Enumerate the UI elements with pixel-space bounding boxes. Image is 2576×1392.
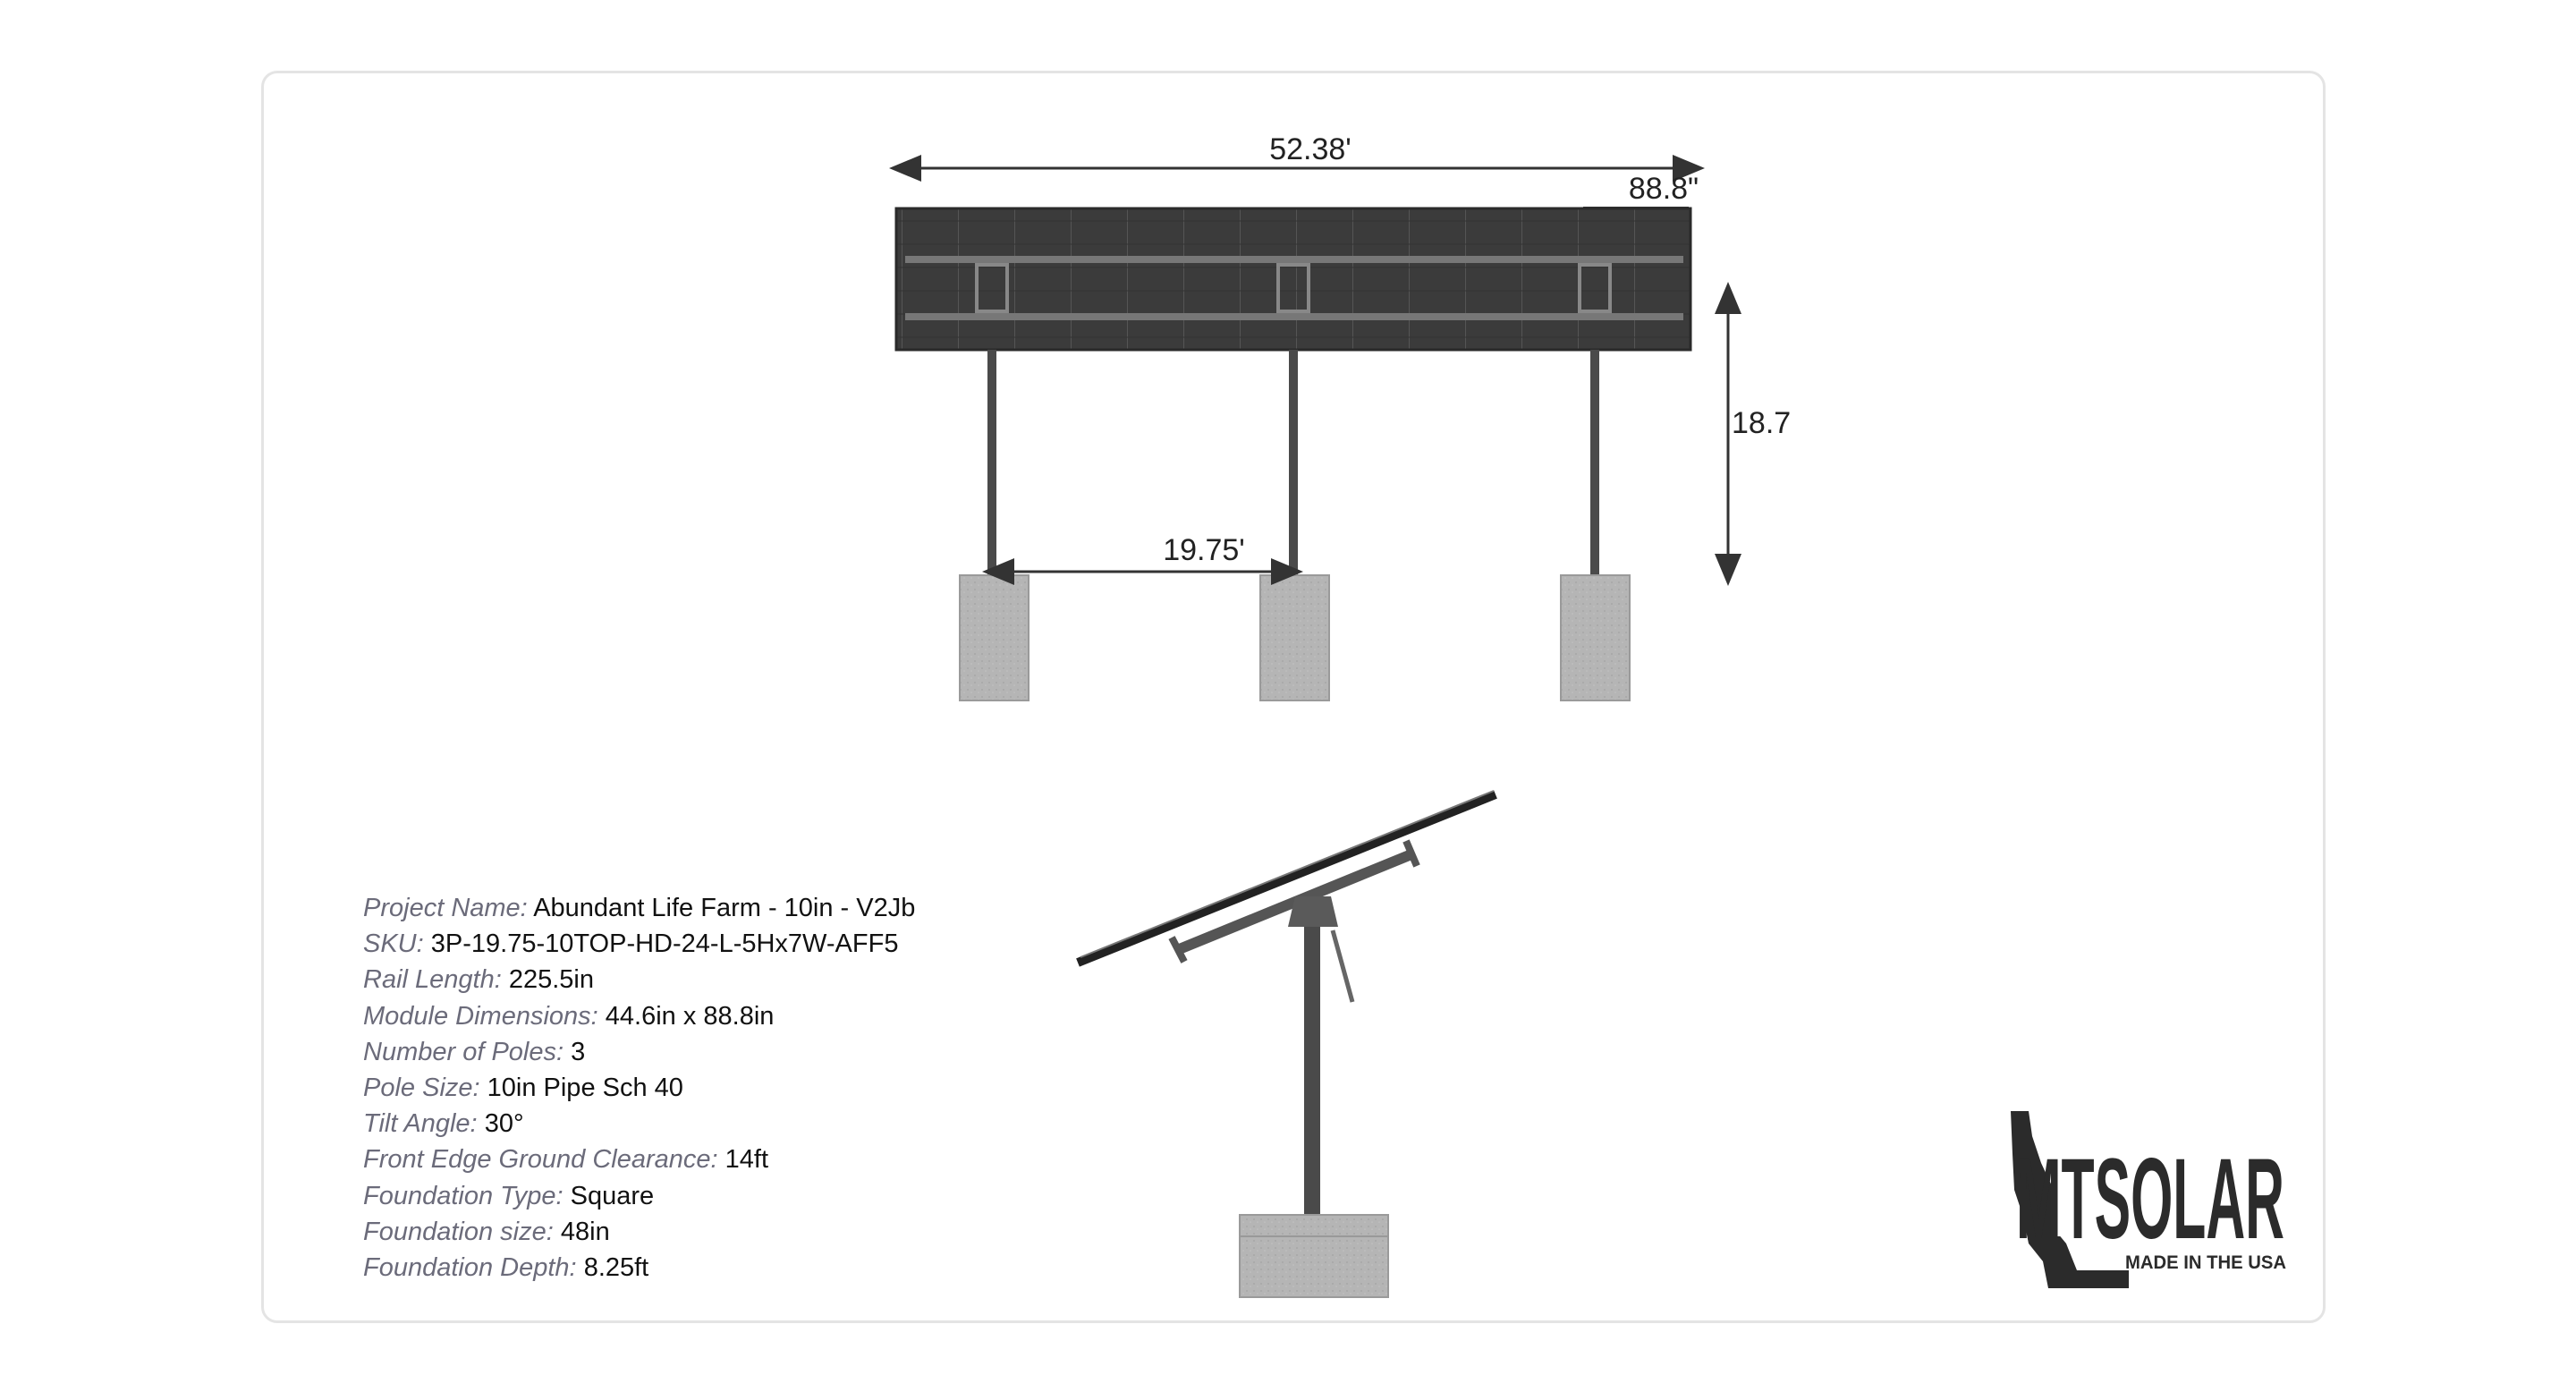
spec-label: SKU:: [363, 929, 424, 959]
spec-value: Square: [570, 1181, 655, 1210]
spec-foundation-size: Foundation size: 48in: [363, 1214, 915, 1250]
spec-pole-size: Pole Size: 10in Pipe Sch 40: [363, 1070, 915, 1106]
spec-label: Rail Length:: [363, 965, 502, 995]
bracket-left-arm: [1168, 936, 1188, 963]
spec-value: 225.5in: [508, 965, 594, 995]
bracket-center: [1276, 263, 1310, 313]
spec-sku: SKU: 3P-19.75-10TOP-HD-24-L-5Hx7W-AFF5: [363, 926, 915, 962]
foundation-left: [959, 574, 1030, 701]
spec-label: Foundation size:: [363, 1217, 554, 1246]
spec-value: 44.6in x 88.8in: [605, 1001, 775, 1031]
spec-label: Number of Poles:: [363, 1037, 564, 1066]
spec-label: Foundation Depth:: [363, 1253, 577, 1283]
spec-rail-length: Rail Length: 225.5in: [363, 962, 915, 997]
pole-center: [1289, 350, 1298, 575]
bracket-right: [1578, 263, 1612, 313]
mtsolar-logo: MTSOLAR MADE IN THE USA: [2011, 1109, 2286, 1288]
actuator: [1330, 929, 1355, 1003]
foundation-center: [1259, 574, 1330, 701]
logo-block: [2057, 1109, 2286, 1236]
solar-panel-array: [894, 207, 1692, 352]
spec-value: Abundant Life Farm - 10in - V2Jb: [533, 894, 916, 922]
foundation-right: [1560, 574, 1631, 701]
height-label: 18.7: [1732, 406, 1791, 440]
spec-tilt-angle: Tilt Angle: 30°: [363, 1106, 915, 1142]
spec-value: 10in Pipe Sch 40: [487, 1074, 683, 1103]
pole-right: [1590, 350, 1599, 575]
logo-tagline: MADE IN THE USA: [2125, 1252, 2286, 1273]
tilted-panel: [1076, 790, 1497, 967]
logo-brand: MTSOLAR: [2016, 1135, 2284, 1263]
spec-label: Foundation Type:: [363, 1181, 564, 1210]
bracket-left: [975, 263, 1009, 313]
spec-foundation-type: Foundation Type: Square: [363, 1178, 915, 1214]
spec-number-of-poles: Number of Poles: 3: [363, 1034, 915, 1070]
side-pole: [1304, 921, 1320, 1217]
montana-outline: [2011, 1111, 2129, 1288]
side-view: [1076, 790, 1497, 1298]
pole-spacing-label: 19.75': [1163, 533, 1245, 567]
spec-value: 3P-19.75-10TOP-HD-24-L-5Hx7W-AFF5: [430, 929, 899, 959]
spec-module-dimensions: Module Dimensions: 44.6in x 88.8in: [363, 998, 915, 1034]
tilted-panel-highlight: [1080, 790, 1495, 958]
spec-value: 14ft: [724, 1145, 768, 1175]
spec-label: Project Name:: [363, 894, 528, 922]
spec-label: Module Dimensions:: [363, 1001, 598, 1031]
front-view: 52.38' 88.8" 19.75' 18.7: [889, 132, 1791, 701]
bracket-right-arm: [1402, 839, 1420, 868]
spec-ground-clearance: Front Edge Ground Clearance: 14ft: [363, 1142, 915, 1177]
side-foundation: [1239, 1214, 1389, 1298]
spec-list: Project Name: Abundant Life Farm - 10in …: [363, 890, 915, 1286]
spec-label: Tilt Angle:: [363, 1109, 478, 1139]
overall-length-label: 52.38': [1269, 132, 1352, 166]
spec-value: 3: [571, 1037, 586, 1066]
spec-project-name: Project Name: Abundant Life Farm - 10in …: [363, 890, 915, 926]
spec-foundation-depth: Foundation Depth: 8.25ft: [363, 1250, 915, 1286]
spec-value: 30°: [484, 1109, 524, 1139]
spec-label: Front Edge Ground Clearance:: [363, 1145, 718, 1175]
spec-value: 8.25ft: [583, 1253, 649, 1283]
pole-left: [987, 350, 996, 575]
spec-value: 48in: [560, 1217, 610, 1246]
module-width-label: 88.8": [1629, 172, 1699, 206]
pole-cap: [1288, 896, 1338, 927]
spec-label: Pole Size:: [363, 1074, 480, 1103]
